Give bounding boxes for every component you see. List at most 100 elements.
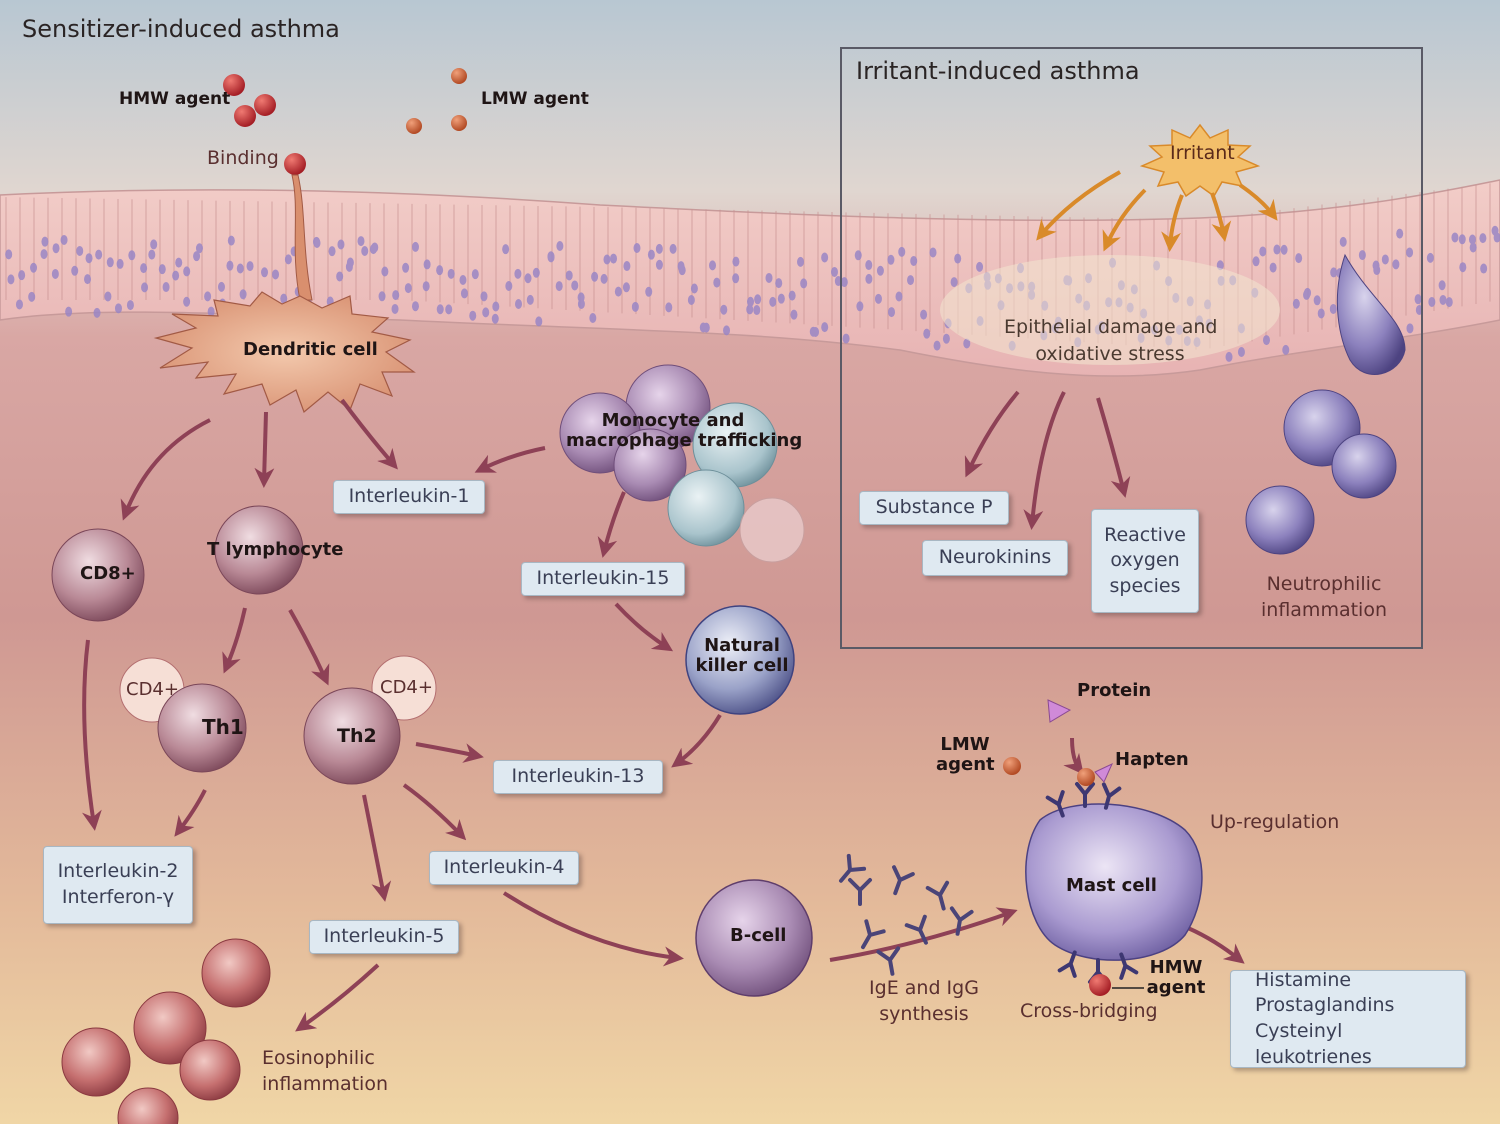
irritant-label: Irritant [1170,142,1235,164]
epithelial-nucleus [272,269,280,280]
th2-label: Th2 [337,725,377,747]
lmw-agent-mast-label: LMW agent [936,734,995,776]
interleukin-4-box: Interleukin-4 [429,851,579,885]
ige-igg-synthesis-label: IgE and IgG synthesis [862,976,986,1027]
epithelial-nucleus [699,322,707,333]
protein-triangle [1047,699,1072,723]
ige-receptor [1101,782,1122,810]
epithelial-nucleus [207,306,215,317]
epithelial-nucleus [655,243,663,254]
epithelial-nucleus [775,278,783,289]
epithelial-nucleus [1381,254,1389,265]
epithelial-nucleus [812,326,820,337]
epithelial-nucleus [515,299,523,310]
cd8-cell [51,528,145,622]
epithelial-nucleus [445,304,453,315]
epithelial-nucleus [246,261,254,272]
epithelial-nucleus [898,246,906,257]
epithelial-nucleus [148,249,156,260]
epithelial-damage-line1: Epithelial damage and [1004,316,1218,338]
sensitizer-panel-title: Sensitizer-induced asthma [22,15,340,43]
epithelial-nucleus [614,286,622,297]
epithelial-nucleus [41,236,49,247]
irritant-panel [840,47,1423,649]
b-cell [695,879,813,997]
th1-label: Th1 [202,715,244,739]
epithelial-nucleus [447,268,455,279]
epithelial-nucleus [1392,259,1400,270]
epithelial-nucleus [655,259,663,270]
hmw-agent-dot-mast [1089,974,1111,996]
neutrophils [1245,253,1406,555]
epithelial-nucleus [1438,280,1446,291]
epithelial-nucleus [1396,228,1404,239]
epithelial-nucleus [963,338,971,349]
b-cell-label: B-cell [730,925,787,946]
epithelial-nucleus [1480,263,1488,274]
epithelial-nucleus [1313,295,1321,306]
ige-igg-antibodies [839,853,974,976]
lmw-agent-mast-line2: agent [936,754,995,776]
epithelial-nucleus [1458,234,1466,245]
epithelial-nucleus [52,243,60,254]
epithelial-nucleus [18,270,26,281]
epithelial-nucleus [687,294,695,305]
epithelial-nucleus [391,303,399,314]
ros-line3: species [1109,574,1181,597]
ige-receptor [1057,950,1077,978]
epithelial-nucleus [104,291,112,302]
epithelial-nucleus [591,271,599,282]
epithelial-nucleus [469,310,477,321]
epithelial-nucleus [280,293,288,304]
epithelial-nucleus [1469,242,1477,253]
epithelial-nucleus [603,254,611,265]
epithelial-nucleus [929,247,937,258]
epithelial-nucleus [874,293,882,304]
epithelial-nucleus [777,293,785,304]
interleukin-4-label: Interleukin-4 [443,856,565,879]
eosinophilic-line2: inflammation [262,1072,388,1095]
epithelial-nucleus [1406,323,1414,334]
neurokinins-label: Neurokinins [938,546,1052,569]
substance-p-box: Substance P [859,491,1009,525]
epithelial-nucleus [312,236,320,247]
epithelial-nucleus [1259,246,1267,257]
epithelial-damage-label: Epithelial damage and oxidative stress [1004,314,1218,367]
epithelial-nucleus [226,260,234,271]
epithelial-nucleus [1493,232,1500,243]
epithelial-nucleus [158,264,166,275]
epithelial-nucleus [1406,247,1414,258]
epithelial-nucleus [51,268,59,279]
cd4-label-th1: CD4+ [126,679,179,700]
epithelial-nucleus [821,252,829,263]
epithelial-nucleus [887,254,895,265]
epithelial-nucleus [690,283,698,294]
interleukin-13-box: Interleukin-13 [493,760,663,794]
epithelial-nucleus [7,274,15,285]
epithelial-nucleus [633,243,641,254]
epithelial-nucleus [239,289,247,300]
epithelial-nucleus [114,303,122,314]
epithelial-nucleus [60,234,68,245]
nk-cell-label: Natural killer cell [694,635,790,676]
epithelial-nucleus [1339,236,1347,247]
epithelial-nucleus [140,263,148,274]
epithelial-nucleus [471,269,479,280]
interleukin-5-label: Interleukin-5 [323,925,445,948]
epithelial-nucleus [669,243,677,254]
epithelial-nucleus [622,282,630,293]
ros-line1: Reactive [1104,523,1186,546]
epithelial-nucleus [747,296,755,307]
epithelial-nucleus [976,261,984,272]
epithelial-nucleus [769,296,777,307]
epithelial-nucleus [954,253,962,264]
epithelial-nucleus [1329,303,1337,314]
hapten-agent-dot [1077,768,1095,786]
epithelial-nucleus [436,265,444,276]
epithelial-nucleus [524,273,532,284]
epithelial-nucleus [422,281,430,292]
interleukin-15-label: Interleukin-15 [536,567,670,590]
irritant-arrows [1036,170,1278,252]
interleukin-15-box: Interleukin-15 [521,562,685,596]
epithelial-nucleus [1479,233,1487,244]
